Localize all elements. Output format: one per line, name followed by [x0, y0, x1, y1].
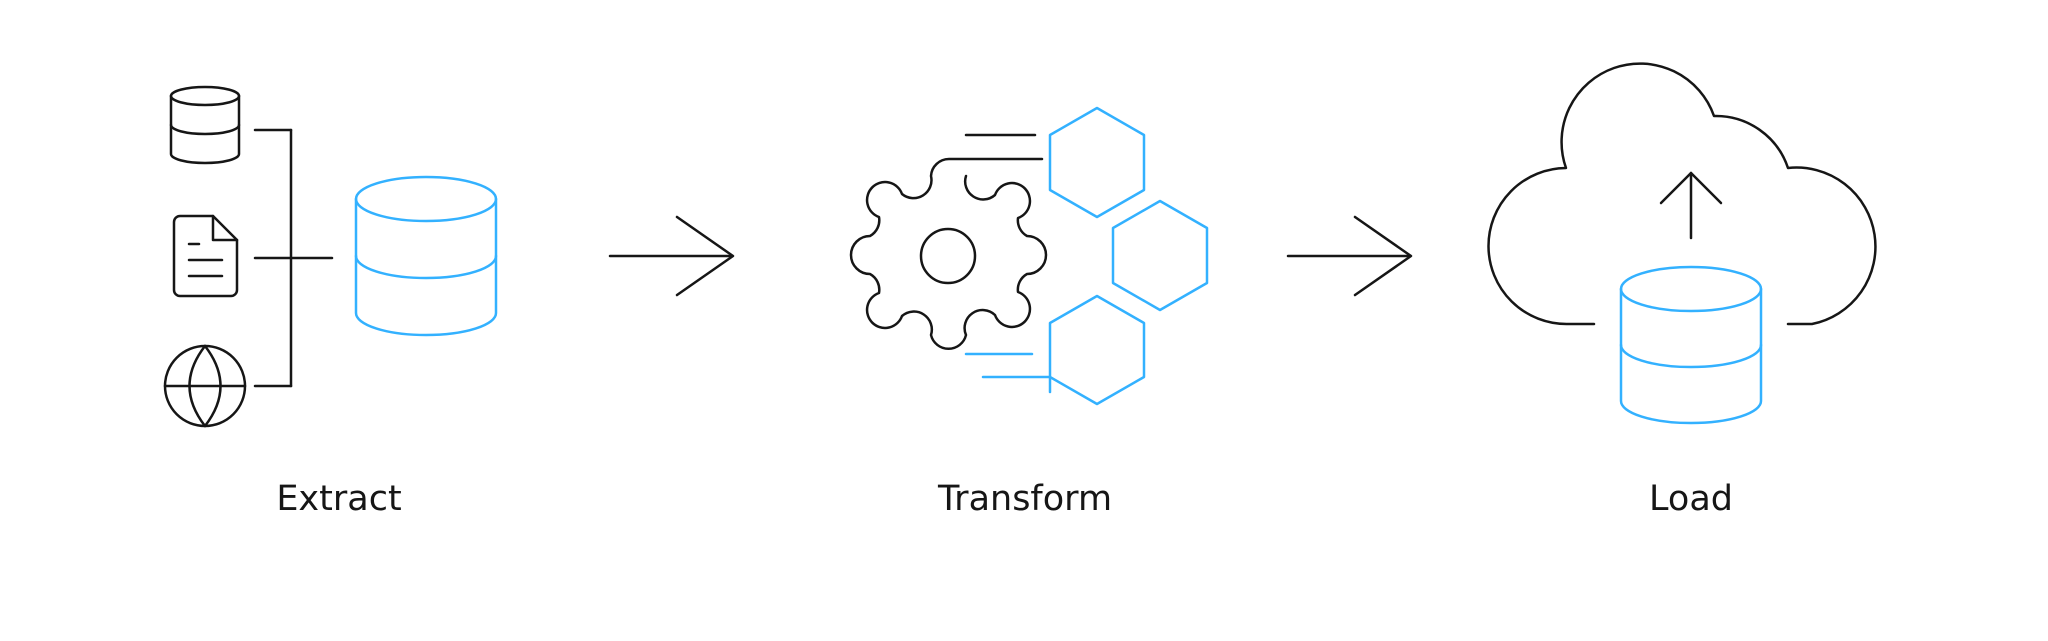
- database-icon: [169, 85, 241, 165]
- extract-connector: [253, 128, 334, 388]
- database-icon: [354, 175, 498, 337]
- stage-label-transform: Transform: [937, 479, 1112, 519]
- stage-label-load: Load: [1649, 479, 1733, 519]
- arrow-right-icon: [1286, 215, 1413, 297]
- stage-label-extract: Extract: [276, 479, 401, 519]
- gear-icon: [849, 133, 1048, 351]
- arrow-right-icon: [608, 215, 735, 297]
- globe-icon: [163, 344, 247, 428]
- document-icon: [172, 214, 239, 298]
- database-icon: [1619, 265, 1763, 425]
- extract-stage: Extract: [163, 85, 498, 519]
- transform-stage: Transform: [849, 106, 1209, 519]
- upload-arrow-icon: [1659, 171, 1723, 240]
- hexagon-icon: [964, 106, 1209, 406]
- cloud-icon: [1487, 62, 1877, 326]
- load-stage: Load: [1487, 62, 1877, 519]
